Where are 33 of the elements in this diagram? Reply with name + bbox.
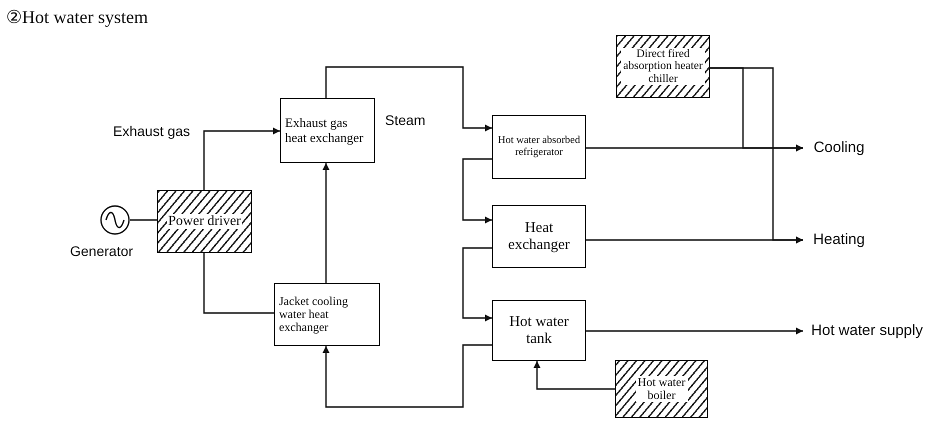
process-box xyxy=(492,205,586,268)
box-label: Heat exchanger xyxy=(507,220,571,253)
flow-arrow xyxy=(325,66,492,132)
box-label: Direct fired absorption heater chiller xyxy=(621,48,705,86)
flow-arrow xyxy=(322,344,492,408)
flow-arrow xyxy=(710,67,803,244)
diagram-title: ②Hot water system xyxy=(6,6,148,28)
flow-arrow xyxy=(534,361,615,390)
process-box xyxy=(274,283,380,346)
equipment-box xyxy=(615,360,708,418)
equipment-box xyxy=(616,35,710,98)
box-label: Hot water absorbed refrigerator xyxy=(497,135,581,159)
process-box xyxy=(280,98,375,163)
flow-arrow xyxy=(203,128,280,190)
box-label: Jacket cooling water heat exchanger xyxy=(279,294,349,334)
equipment-box xyxy=(157,190,252,253)
box-label: Power driver xyxy=(167,214,242,230)
flow-arrow xyxy=(586,328,803,334)
output-label: Cooling xyxy=(814,140,864,156)
flow-arrow xyxy=(462,158,492,224)
process-box xyxy=(492,300,586,361)
component-label: Generator xyxy=(70,243,134,259)
generator-symbol xyxy=(100,205,130,235)
edge-label: Steam xyxy=(384,112,426,128)
flow-arrow xyxy=(462,247,492,322)
output-label: Heating xyxy=(813,232,865,248)
box-label: Exhaust gas heat exchanger xyxy=(285,116,364,145)
flow-arrow xyxy=(322,163,330,283)
output-label: Hot water supply xyxy=(811,322,923,340)
edge-label: Exhaust gas xyxy=(112,123,192,139)
box-label: Hot water tank xyxy=(508,314,570,347)
process-box xyxy=(492,115,586,179)
box-label: Hot water boiler xyxy=(636,376,688,402)
